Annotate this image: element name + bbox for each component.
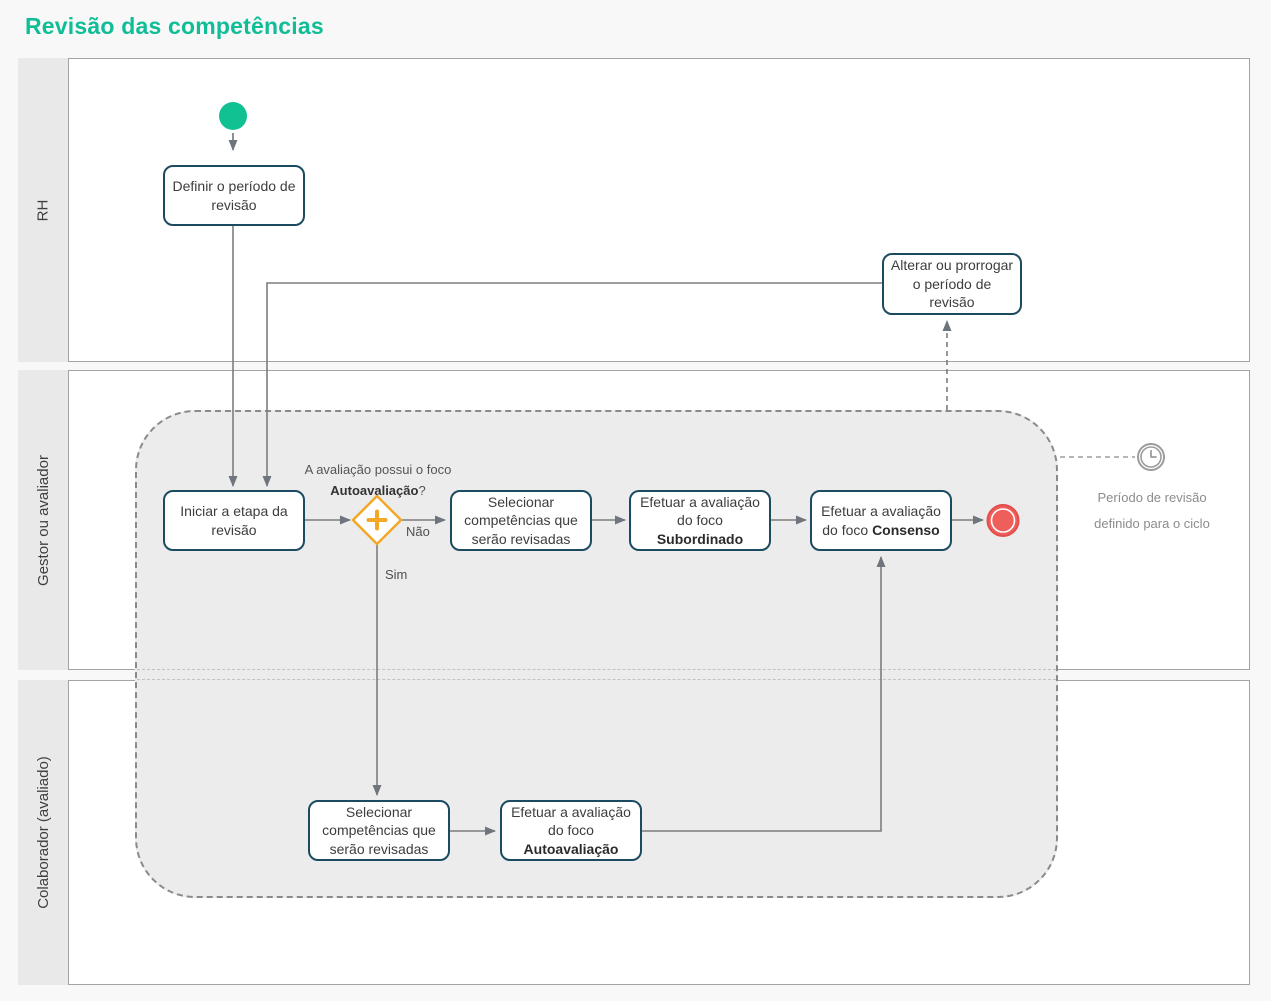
lane-divider-dashed bbox=[137, 669, 1056, 670]
lane-header-colaborador: Colaborador (avaliado) bbox=[18, 680, 68, 985]
lane-divider-dashed bbox=[137, 679, 1056, 680]
gateway-question-label: A avaliação possui o foco Autoavaliação? bbox=[304, 462, 452, 498]
task-avaliacao-consenso: Efetuar a avaliação do foco Consenso bbox=[810, 490, 952, 551]
task-selecionar-competencias-gestor: Selecionar competências que serão revisa… bbox=[450, 490, 592, 551]
parallel-gateway-plus-icon bbox=[366, 509, 388, 531]
task-avaliacao-autoavaliacao: Efetuar a avaliação do foco Autoavaliaçã… bbox=[500, 800, 642, 861]
end-event-inner-ring bbox=[990, 508, 1016, 533]
page-title: Revisão das competências bbox=[25, 13, 324, 39]
start-event-circle bbox=[219, 102, 247, 130]
task-alterar-prorrogar: Alterar ou prorrogar o período de revisã… bbox=[882, 253, 1022, 315]
lane-header-gestor: Gestor ou avaliador bbox=[18, 370, 68, 670]
task-selecionar-competencias-colaborador: Selecionar competências que serão revisa… bbox=[308, 800, 450, 861]
task-iniciar-etapa: Iniciar a etapa da revisão bbox=[163, 490, 305, 551]
flow-label-sim: Sim bbox=[385, 567, 408, 582]
flow-alterar-to-iniciar bbox=[262, 282, 882, 487]
timer-inner-ring bbox=[1140, 446, 1162, 468]
timer-caption: Período de revisão definido para o ciclo bbox=[1094, 490, 1210, 531]
flow-label-nao: Não bbox=[406, 524, 430, 539]
task-avaliacao-subordinado: Efetuar a avaliação do foco Subordinado bbox=[629, 490, 771, 551]
timer-hands bbox=[1150, 449, 1157, 458]
lane-header-rh: RH bbox=[18, 58, 68, 362]
flow-autoavaliacao-to-consenso bbox=[642, 556, 886, 832]
task-definir-periodo: Definir o período de revisão bbox=[163, 165, 305, 226]
